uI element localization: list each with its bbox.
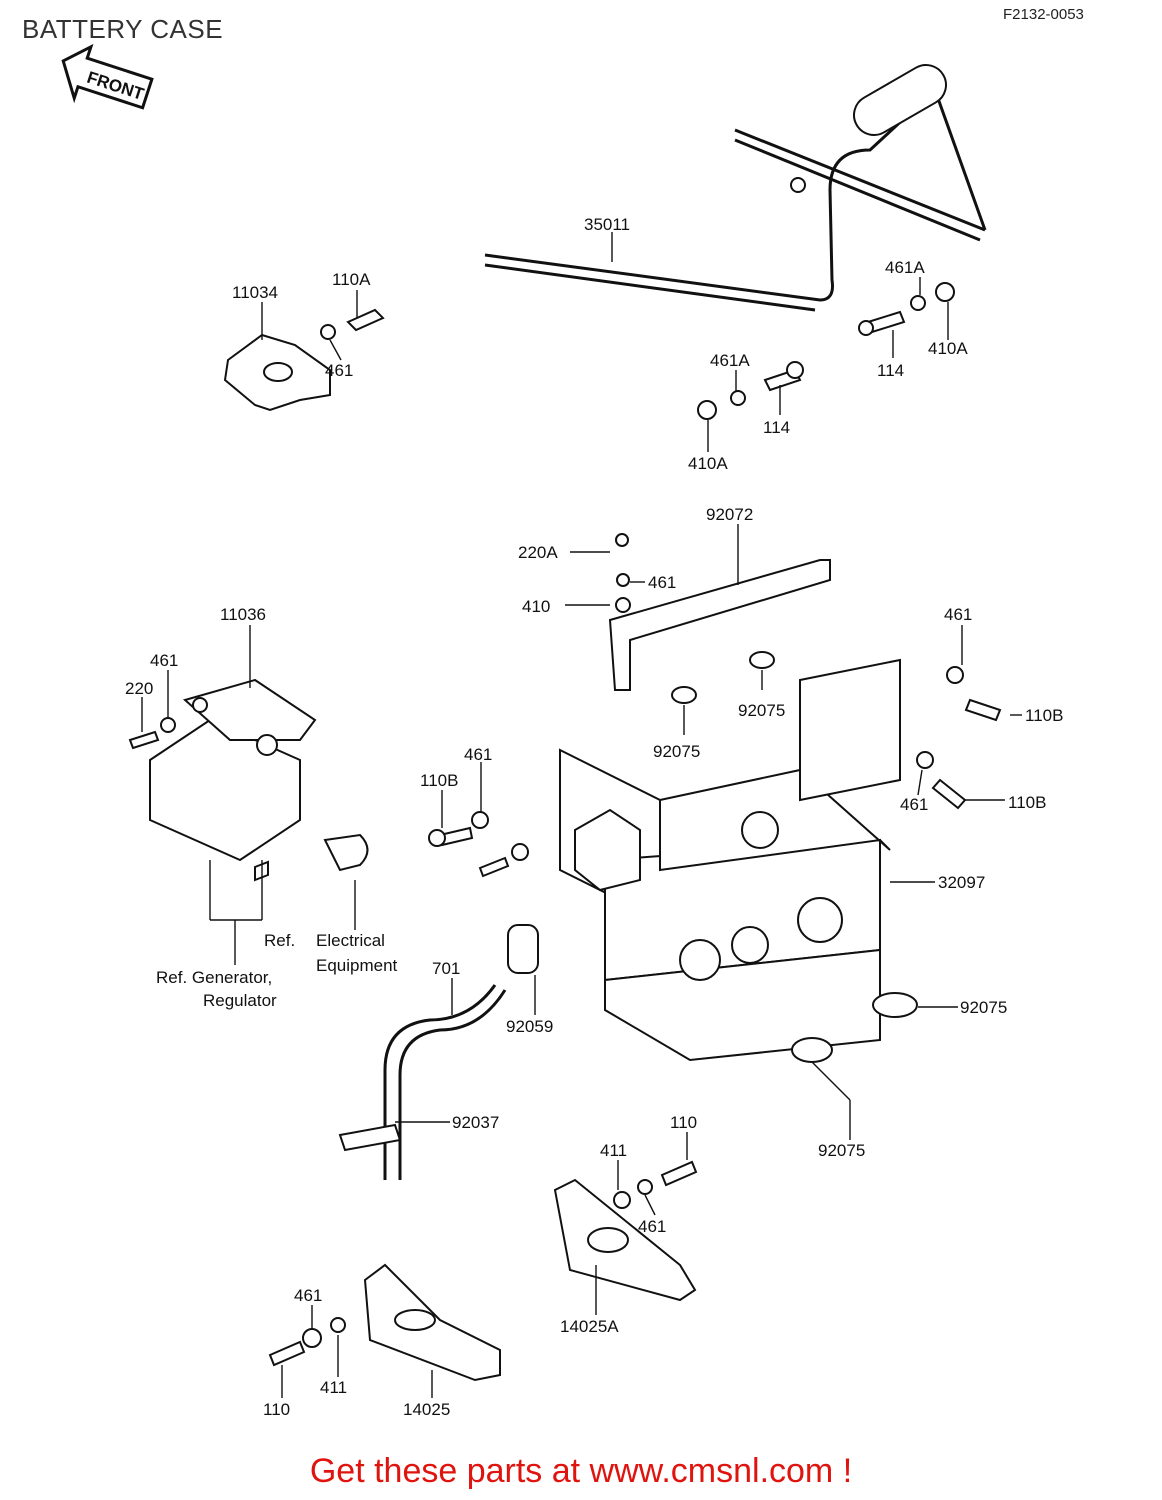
label-461: 461 <box>944 605 972 624</box>
label-410A: 410A <box>688 454 728 473</box>
grommets-92075 <box>671 651 918 1063</box>
label-110A: 110A <box>332 270 371 289</box>
label-92072: 92072 <box>706 505 753 524</box>
label-110: 110 <box>670 1113 697 1132</box>
label-114: 114 <box>877 361 904 380</box>
bolts-upper-right <box>697 282 955 420</box>
label-35011: 35011 <box>584 215 630 234</box>
label-14025: 14025 <box>403 1400 450 1419</box>
label-92075: 92075 <box>738 701 785 720</box>
regulator-assembly-part <box>128 678 369 921</box>
bracket-11034-part <box>223 308 385 412</box>
battery-case-part <box>559 658 901 1062</box>
front-arrow-icon: FRONT <box>61 43 154 110</box>
label-110B: 110B <box>420 771 458 790</box>
label-equipment: Equipment <box>316 956 398 975</box>
label-220A: 220A <box>518 543 558 562</box>
label-110: 110 <box>263 1400 290 1419</box>
label-110B: 110B <box>1008 793 1046 812</box>
label-electrical: Electrical <box>316 931 385 950</box>
label-regulator: Regulator <box>203 991 277 1010</box>
figure-code: F2132-0053 <box>1003 6 1084 23</box>
footrest-bracket-14025-part <box>268 1263 501 1382</box>
label-461: 461 <box>464 745 492 764</box>
label-461: 461 <box>648 573 676 592</box>
label-14025A: 14025A <box>560 1317 619 1336</box>
label-461: 461 <box>150 651 178 670</box>
label-110B: 110B <box>1025 706 1063 725</box>
label-461: 461 <box>900 795 928 814</box>
label-461A: 461A <box>710 351 750 370</box>
case-hardware <box>428 666 1002 878</box>
label-ref-generator: Ref. Generator, <box>156 968 272 987</box>
label-114: 114 <box>763 418 790 437</box>
label-461: 461 <box>325 361 353 380</box>
label-32097: 32097 <box>938 873 985 892</box>
footrest-bracket-14025A-part <box>553 1160 698 1302</box>
label-11036: 11036 <box>220 605 266 624</box>
label-461A: 461A <box>885 258 925 277</box>
label-92075: 92075 <box>818 1141 865 1160</box>
breather-hose-part <box>338 924 539 1180</box>
battery-holder-bracket-part <box>608 533 831 691</box>
label-220: 220 <box>125 679 153 698</box>
label-410A: 410A <box>928 339 968 358</box>
label-461: 461 <box>294 1286 322 1305</box>
label-411: 411 <box>600 1141 627 1160</box>
label-ref: Ref. <box>264 931 295 950</box>
page-title: BATTERY CASE <box>22 14 224 44</box>
part-labels: 35011 11034 110A 461 461A 114 410A 461A … <box>125 215 1063 1419</box>
label-11034: 11034 <box>232 283 278 302</box>
footer-promo-text: Get these parts at www.cmsnl.com ! <box>309 1452 853 1490</box>
label-92075: 92075 <box>653 742 700 761</box>
label-461: 461 <box>638 1217 666 1236</box>
label-92059: 92059 <box>506 1017 553 1036</box>
label-411: 411 <box>320 1378 347 1397</box>
stand-bar-part <box>484 64 987 312</box>
label-701: 701 <box>432 959 460 978</box>
label-410: 410 <box>522 597 550 616</box>
label-92075: 92075 <box>960 998 1007 1017</box>
label-92037: 92037 <box>452 1113 499 1132</box>
exploded-parts-diagram: FRONT <box>61 43 1063 1419</box>
leader-lines <box>141 232 1022 1398</box>
